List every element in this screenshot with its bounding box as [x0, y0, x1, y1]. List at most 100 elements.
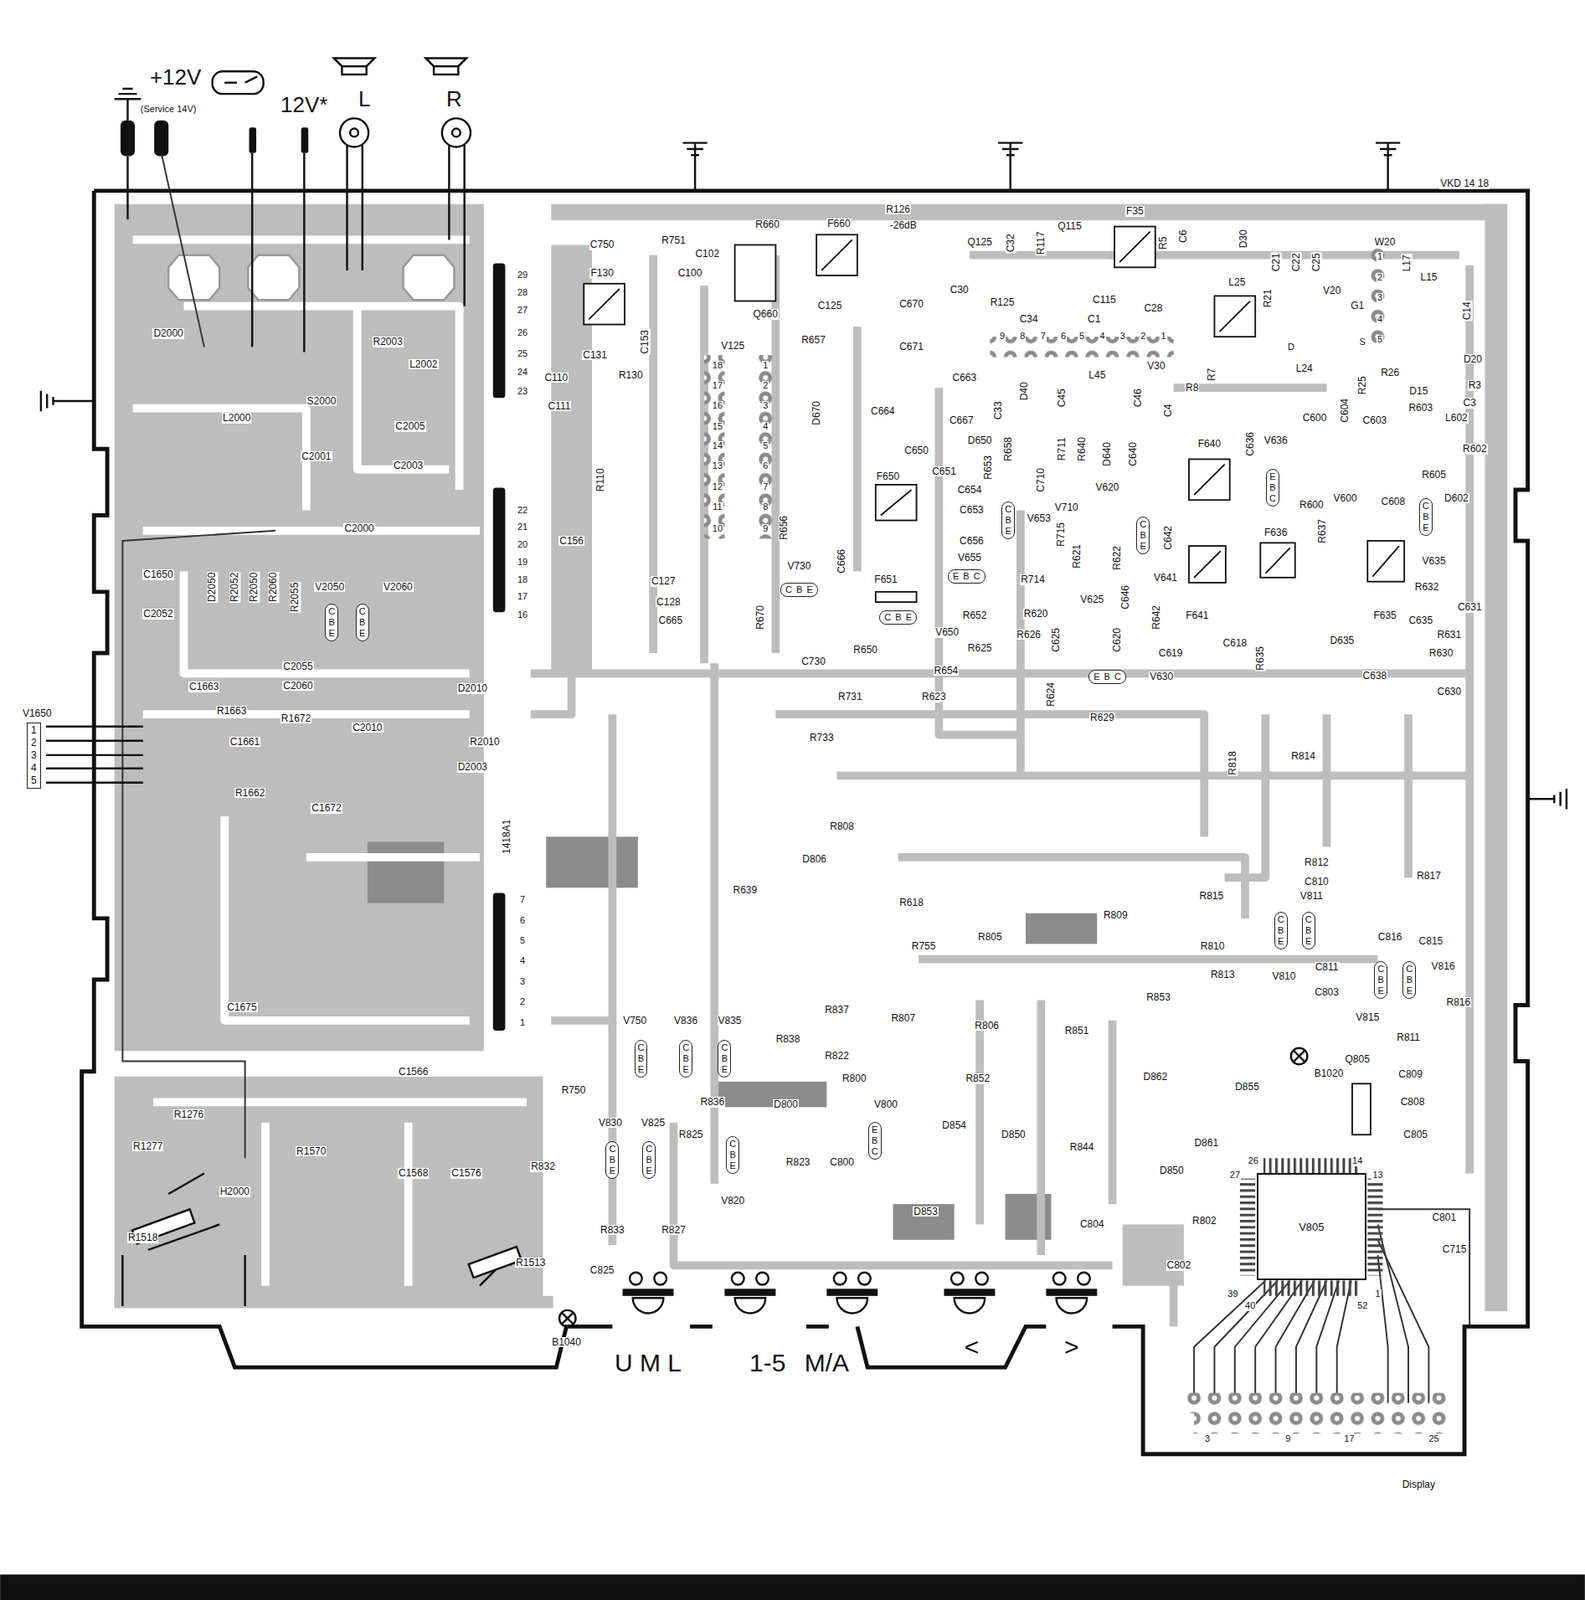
pin-number: 15 [711, 421, 724, 433]
pin-number: 3 [1376, 293, 1384, 304]
part-label: R1570 [295, 1146, 327, 1158]
part-label: C3 [1462, 397, 1477, 409]
pin-letter: C [608, 1143, 616, 1155]
ic-package: V805 [1256, 1173, 1368, 1281]
scan-edge [0, 1574, 1585, 1600]
pcb-rect [114, 1296, 554, 1309]
pin-number: S [1358, 337, 1367, 348]
pin-number: 10 [711, 524, 724, 535]
part-label: R715 [1055, 521, 1067, 548]
part-label: R600 [1298, 499, 1325, 511]
part-label: R2050 [248, 571, 260, 603]
part-label: 1418A1 [502, 818, 514, 855]
pcb-rect [826, 1288, 878, 1297]
pin-number: 2 [519, 997, 526, 1008]
pin-number: 1 [761, 360, 769, 371]
part-label: F636 [1263, 527, 1288, 539]
pin-letter: E [608, 1165, 616, 1177]
part-label: C1661 [229, 736, 261, 748]
pin-letter: E [1277, 936, 1285, 947]
part-label: C102 [694, 248, 721, 260]
part-label: C671 [898, 341, 925, 353]
part-label: R853 [1145, 992, 1172, 1004]
transistor-package: CBE [642, 1141, 656, 1179]
part-label: C667 [948, 415, 975, 427]
part-label: C653 [958, 504, 985, 516]
pcb-rect [1045, 1288, 1097, 1297]
pin-number: 7 [1039, 331, 1047, 342]
pin-letter: C [785, 584, 793, 596]
part-label: R851 [1064, 1025, 1091, 1037]
part-label: C1650 [142, 569, 174, 581]
pin-letter: E [720, 1064, 728, 1076]
pin-letter: E [806, 584, 813, 596]
pcb-path [1169, 1275, 1179, 1327]
pcb-rect [154, 120, 169, 157]
pin-number: 21 [516, 522, 529, 533]
part-label: C802 [1166, 1260, 1193, 1272]
pcb-path [1193, 464, 1225, 496]
pcb-rect [550, 204, 1506, 222]
part-label: D806 [801, 854, 828, 865]
part-label: R808 [828, 821, 855, 833]
part-label: R117 [1035, 230, 1047, 256]
pin-number: 3 [1204, 1434, 1211, 1445]
part-label: C638 [1362, 670, 1389, 682]
pin-letter: E [871, 1124, 879, 1136]
pin-number: 9 [998, 331, 1006, 342]
part-label: V810 [1271, 971, 1297, 983]
pin-number: 8 [761, 502, 769, 513]
part-label: R631 [1436, 629, 1463, 641]
pcb-path [122, 530, 276, 1159]
pin-letter: E [359, 627, 366, 639]
pcb-path [1276, 1281, 1315, 1404]
pin-number: 14 [1351, 1156, 1364, 1167]
pcb-path [184, 306, 460, 490]
pin-number: 13 [711, 461, 724, 472]
pcb-path [404, 1122, 413, 1287]
pcb-path [1404, 714, 1413, 878]
pin-number: 25 [1427, 1434, 1440, 1445]
part-label: C22 [1291, 252, 1302, 273]
pin-letter: B [682, 1053, 690, 1065]
part-label: Q805 [1343, 1054, 1370, 1066]
pin-number: 5 [761, 441, 769, 452]
pcb-path [837, 771, 1471, 780]
part-label: C710 [1035, 467, 1047, 494]
pin-number: 8 [1018, 331, 1026, 342]
part-label: F635 [1372, 610, 1397, 622]
pcb-path [224, 76, 258, 83]
part-label: F660 [826, 218, 851, 230]
part-label: C6 [1178, 229, 1190, 244]
pin-number: 4 [761, 421, 769, 433]
part-label: C45 [1055, 387, 1067, 408]
part-label: C801 [1430, 1212, 1457, 1224]
part-label: C1672 [310, 802, 342, 814]
part-label: C2003 [392, 460, 424, 472]
pin-number: 5 [519, 936, 526, 947]
part-label: C635 [1407, 615, 1434, 627]
part-label: R639 [731, 885, 758, 896]
pin-letter: C [1405, 963, 1413, 975]
part-label: V815 [1354, 1012, 1380, 1024]
pin-number: 27 [516, 305, 529, 316]
part-label: D30 [1237, 228, 1249, 249]
part-label: B1020 [1313, 1068, 1345, 1080]
pin-number: 11 [711, 502, 723, 513]
part-label: C664 [869, 406, 896, 417]
pin-letter: E [1093, 671, 1100, 683]
pcb-path [1296, 1281, 1328, 1404]
part-label: R837 [823, 1004, 850, 1016]
part-label: V625 [1079, 594, 1105, 606]
pin-number: 23 [516, 386, 529, 397]
pin-number: 4 [519, 956, 526, 967]
wiring [41, 71, 1567, 1307]
pin-number: 19 [516, 557, 529, 568]
pin-number: 4 [1376, 314, 1384, 325]
part-label: G1 [1349, 300, 1365, 312]
part-label: R1518 [127, 1232, 159, 1244]
pin-letter: C [1377, 963, 1385, 975]
pcb-path [1372, 545, 1400, 577]
pin-number: 40 [1244, 1301, 1256, 1312]
pcb-rect [1114, 226, 1156, 268]
